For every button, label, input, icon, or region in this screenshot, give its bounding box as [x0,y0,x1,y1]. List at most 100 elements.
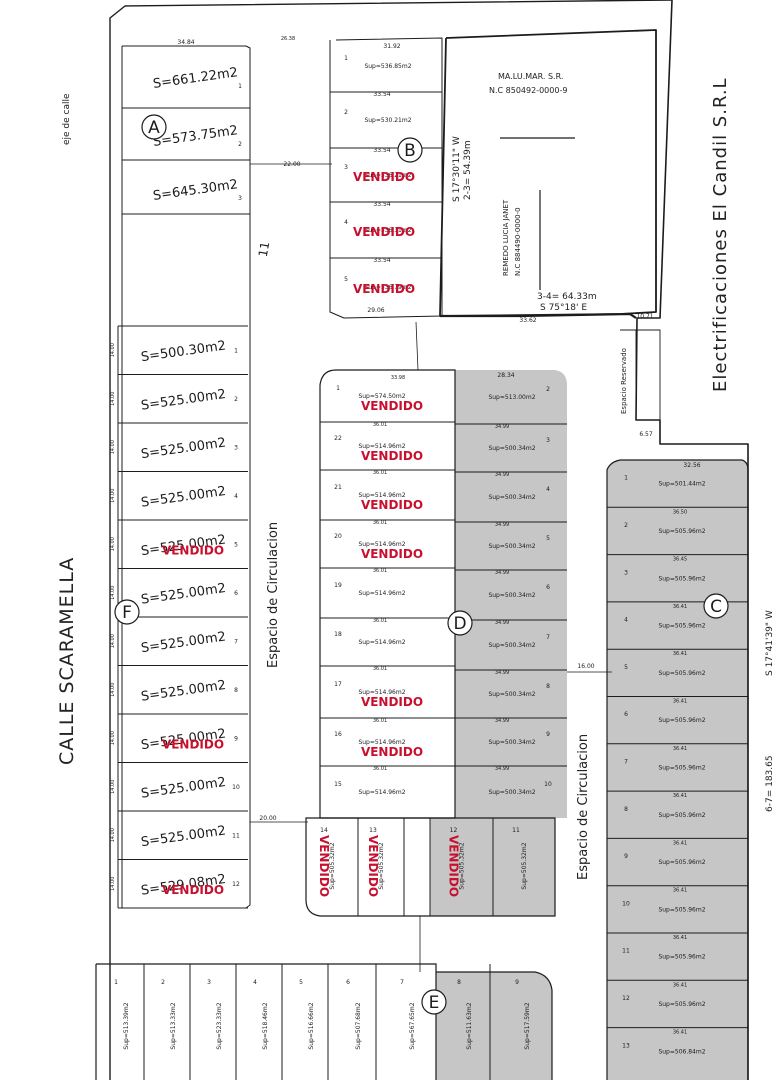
block-d-lot-7-number: 7 [546,634,550,641]
dim-b-width-4: 33.54 [373,257,390,264]
block-d-lot-22-sold: VENDIDO [361,449,423,463]
block-d-lot-12-sold: VENDIDO [447,835,461,897]
block-c-letter-circle [703,593,729,619]
block-d-letter: D [453,614,466,634]
block-b-lot-5-sold: VENDIDO [353,282,415,296]
block-d-lot-9-width: 34.99 [495,718,509,724]
block-d-lot-18-area: Sup=514.96m2 [358,639,405,646]
block-e-lot-6-area: Sup=507.68m2 [355,1002,362,1049]
block-d-lot-9-area: Sup=500.34m2 [488,739,535,746]
block-d-lot-3-number: 3 [546,437,550,444]
block-d-lot-20-width: 36.01 [373,520,387,526]
block-d-lot-16-width: 36.01 [373,718,387,724]
block-a-outline [121,45,251,215]
block-e-lot-4-area: Sup=518.46m2 [262,1002,269,1049]
block-b-lot-4-area: Sup=536.31m2 [364,227,411,234]
block-c-lot-2-number: 2 [624,522,628,529]
bearing-3-4: 3-4= 64.33m [537,292,597,302]
block-c-lot-12-number: 12 [622,995,630,1002]
block-e-lot-3-area: Sup=523.33m2 [216,1002,223,1049]
block-d-lot-5-number: 5 [546,535,550,542]
block-d-lot-8-width: 34.99 [495,670,509,676]
block-e-lot-9-number: 9 [515,979,519,986]
block-b-lot-4-sold: VENDIDO [353,225,415,239]
block-d-lot-19-width: 36.01 [373,568,387,574]
block-f-lot-8-number: 8 [234,687,238,694]
block-f-lot-5-number: 5 [234,541,238,548]
block-d-lot-1-area: Sup=574.50m2 [358,393,405,400]
block-e-lot-9-area: Sup=517.59m2 [524,1002,531,1049]
owner-remedo-nc: N.C 884490-0000-0 [514,207,522,276]
block-c-lot-4-area: Sup=505.96m2 [658,623,705,630]
block-d-bottom-outline [305,817,556,917]
block-c-lot-13-number: 13 [622,1042,630,1049]
block-d-lot-2-number: 2 [546,386,550,393]
block-c-lot-13-area: Sup=506.84m2 [658,1048,705,1055]
dim-street-gap-2: 20.00 [259,815,276,822]
block-d-lot-19-area: Sup=514.96m2 [358,590,405,597]
block-c-outline [606,459,749,1080]
block-d-lot-8-number: 8 [546,683,550,690]
dim-street-gap: 22.00 [283,161,300,168]
block-c-lot-10-number: 10 [622,900,630,907]
bearing-2-3: S 17°30'11" W [452,136,462,202]
reserved-space-outline [620,329,661,421]
block-b-lot-2-number: 2 [344,109,348,116]
block-c-lot-10-width: 36.41 [673,888,687,894]
dim-mid-bottom: 33.62 [519,317,536,324]
block-b-lot-2-area: Sup=530.21m2 [364,117,411,124]
block-d-lot-18-width: 36.01 [373,618,387,624]
block-d-lot-12-area: Sup=505.32m2 [459,842,466,889]
block-c-lot-4-number: 4 [624,617,628,624]
block-f-lot-8-depth: 14.00 [110,683,116,697]
dim-d-top-left: 33.98 [391,375,405,381]
block-d-lot-15-width: 36.01 [373,766,387,772]
block-d-lot-13-area: Sup=505.32m2 [378,842,385,889]
bearing-right-boundary: S 17°41'39" W [765,610,775,676]
block-e-lot-7-area: Sup=567.65m2 [409,1002,416,1049]
block-e-lot-1-area: Sup=513.39m2 [123,1002,130,1049]
block-e-right-fill [436,972,552,1080]
block-e-lot-1-number: 1 [114,979,118,986]
block-d-lot-12-number: 12 [450,827,458,834]
street-axis-label: eje de calle [62,93,72,145]
block-e-lot-6-number: 6 [346,979,350,986]
block-f-outline [121,214,251,909]
block-c-lot-1-number: 1 [624,475,628,482]
block-b-lot-5-number: 5 [344,276,348,283]
dim-b-top: 31.92 [383,43,400,50]
block-f-lot-1-number: 1 [234,347,238,354]
block-d-lot-20-area: Sup=514.96m2 [358,541,405,548]
block-b-outline [329,37,443,319]
block-d-lot-21-width: 36.01 [373,470,387,476]
block-f-lot-11-number: 11 [232,832,240,839]
block-c-lot-8-area: Sup=505.96m2 [658,812,705,819]
block-c-lot-12-area: Sup=505.96m2 [658,1001,705,1008]
connector-line [415,321,419,371]
block-e-lot-3-number: 3 [207,979,211,986]
block-d-lot-4-width: 34.99 [495,472,509,478]
block-d-lot-14-number: 14 [320,827,328,834]
dim-mid-right: 10.71 [636,313,653,320]
block-d-lot-3-area: Sup=500.34m2 [488,445,535,452]
block-f-lot-5-depth: 14.00 [110,537,116,551]
block-d-lot-22-area: Sup=514.96m2 [358,443,405,450]
block-c-lot-3-area: Sup=505.96m2 [658,575,705,582]
block-c-lot-9-area: Sup=505.96m2 [658,859,705,866]
block-c-lot-7-area: Sup=505.96m2 [658,764,705,771]
unsold-zone-fill [430,370,748,1080]
lot-lines [95,0,749,1080]
block-f-lot-9-sold: VENDIDO [162,737,224,751]
block-f-lot-2-depth: 14.00 [110,392,116,406]
block-d-lot-9-number: 9 [546,731,550,738]
block-b-lot-5-area: Sup=536.79m2 [364,284,411,291]
block-f-lot-8-area: S=525.00m2 [140,678,227,705]
block-f-lot-6-depth: 14.00 [110,586,116,600]
block-c-lot-6-width: 36.41 [673,699,687,705]
block-e-lot-7-number: 7 [400,979,404,986]
block-d-lot-21-sold: VENDIDO [361,498,423,512]
block-d-lot-11-number: 11 [512,827,520,834]
block-c-lot-7-number: 7 [624,758,628,765]
block-d-lot-16-area: Sup=514.96m2 [358,739,405,746]
dim-a-top: 34.84 [177,39,194,46]
